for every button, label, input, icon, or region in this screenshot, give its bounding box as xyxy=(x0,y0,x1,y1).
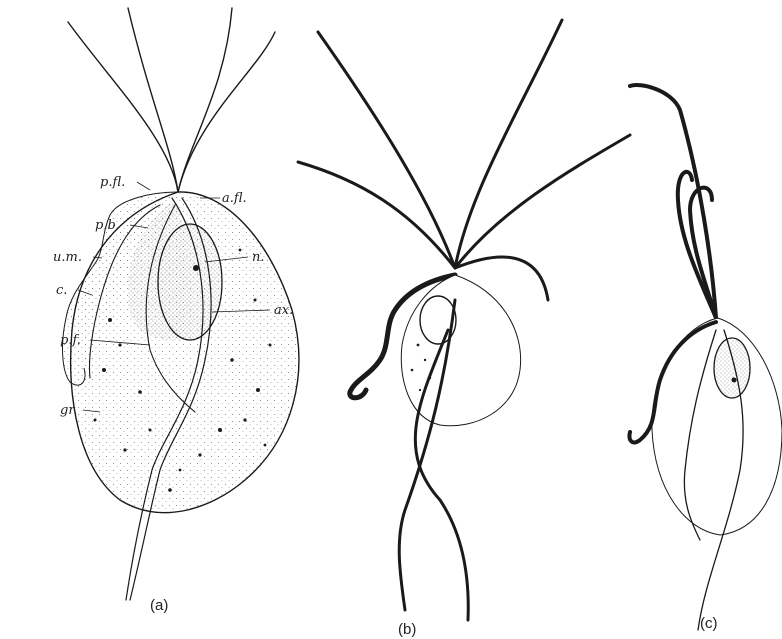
anterior-flagella-b xyxy=(298,20,630,300)
nucleolus-c xyxy=(732,378,737,383)
panel-c-organism: (c) xyxy=(629,85,782,632)
nucleolus-a xyxy=(193,265,199,271)
panel-b-organism: (b) xyxy=(298,20,630,638)
panel-label-c: (c) xyxy=(700,615,718,632)
panel-label-a: (a) xyxy=(150,597,168,614)
anterior-flagella-a xyxy=(68,8,275,192)
label-parabasal-filament: p.f. xyxy=(60,333,81,348)
label-nucleus: n. xyxy=(252,250,265,265)
nucleus-c xyxy=(714,338,750,398)
label-costa: c. xyxy=(56,283,67,298)
nucleus-a xyxy=(158,224,222,340)
panel-a-organism: a.fl. p.fl. p.b. u.m. c. n. ax. p.f. gr.… xyxy=(53,8,299,614)
label-undulating-membrane: u.m. xyxy=(53,250,82,265)
label-posterior-flagellum: p.fl. xyxy=(100,175,125,190)
label-anterior-flagella: a.fl. xyxy=(222,191,247,206)
anterior-flagella-c xyxy=(630,85,716,318)
label-parabasal-body: p.b. xyxy=(95,218,120,233)
body-outline-b xyxy=(401,275,520,426)
label-axostyle: ax. xyxy=(274,303,293,318)
panel-label-b: (b) xyxy=(398,621,416,638)
label-granules: gr. xyxy=(60,403,77,418)
